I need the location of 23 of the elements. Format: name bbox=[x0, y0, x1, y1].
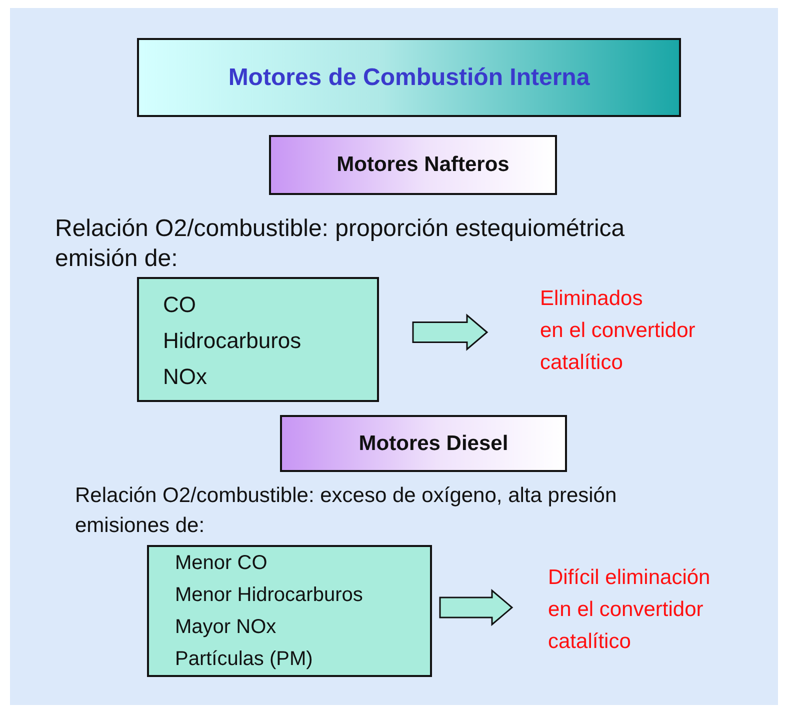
list-item: Mayor NOx bbox=[175, 615, 278, 640]
note-text: en el convertidor catalítico bbox=[540, 318, 696, 376]
note-text: Difícil eliminación bbox=[548, 565, 712, 591]
note-text: en el convertidor catalítico bbox=[548, 597, 704, 655]
heading-box bbox=[280, 415, 567, 472]
list-item: Partículas (PM) bbox=[175, 647, 314, 672]
note-text: Eliminados bbox=[540, 286, 644, 312]
list-item: CO bbox=[163, 291, 197, 319]
box-label: Motores de Combustión Interna bbox=[228, 64, 590, 92]
emissions-box bbox=[147, 545, 432, 677]
list-item: Hidrocarburos bbox=[163, 327, 302, 355]
list-item: NOx bbox=[163, 363, 208, 391]
description-text: Relación O2/combustible: proporción estequiométrica emisión de: bbox=[55, 214, 626, 274]
block-arrow bbox=[412, 314, 488, 351]
list-item: Menor CO bbox=[175, 551, 268, 576]
box-label: Motores Nafteros bbox=[336, 153, 510, 177]
title-box bbox=[137, 38, 681, 117]
box-label: Motores Diesel bbox=[358, 432, 508, 456]
heading-box bbox=[269, 135, 557, 195]
emissions-box bbox=[137, 277, 379, 402]
block-arrow bbox=[439, 588, 514, 626]
description-text: Relación O2/combustible: exceso de oxígeno, alta presión emisiones de: bbox=[75, 483, 618, 539]
list-item: Menor Hidrocarburos bbox=[175, 583, 364, 608]
